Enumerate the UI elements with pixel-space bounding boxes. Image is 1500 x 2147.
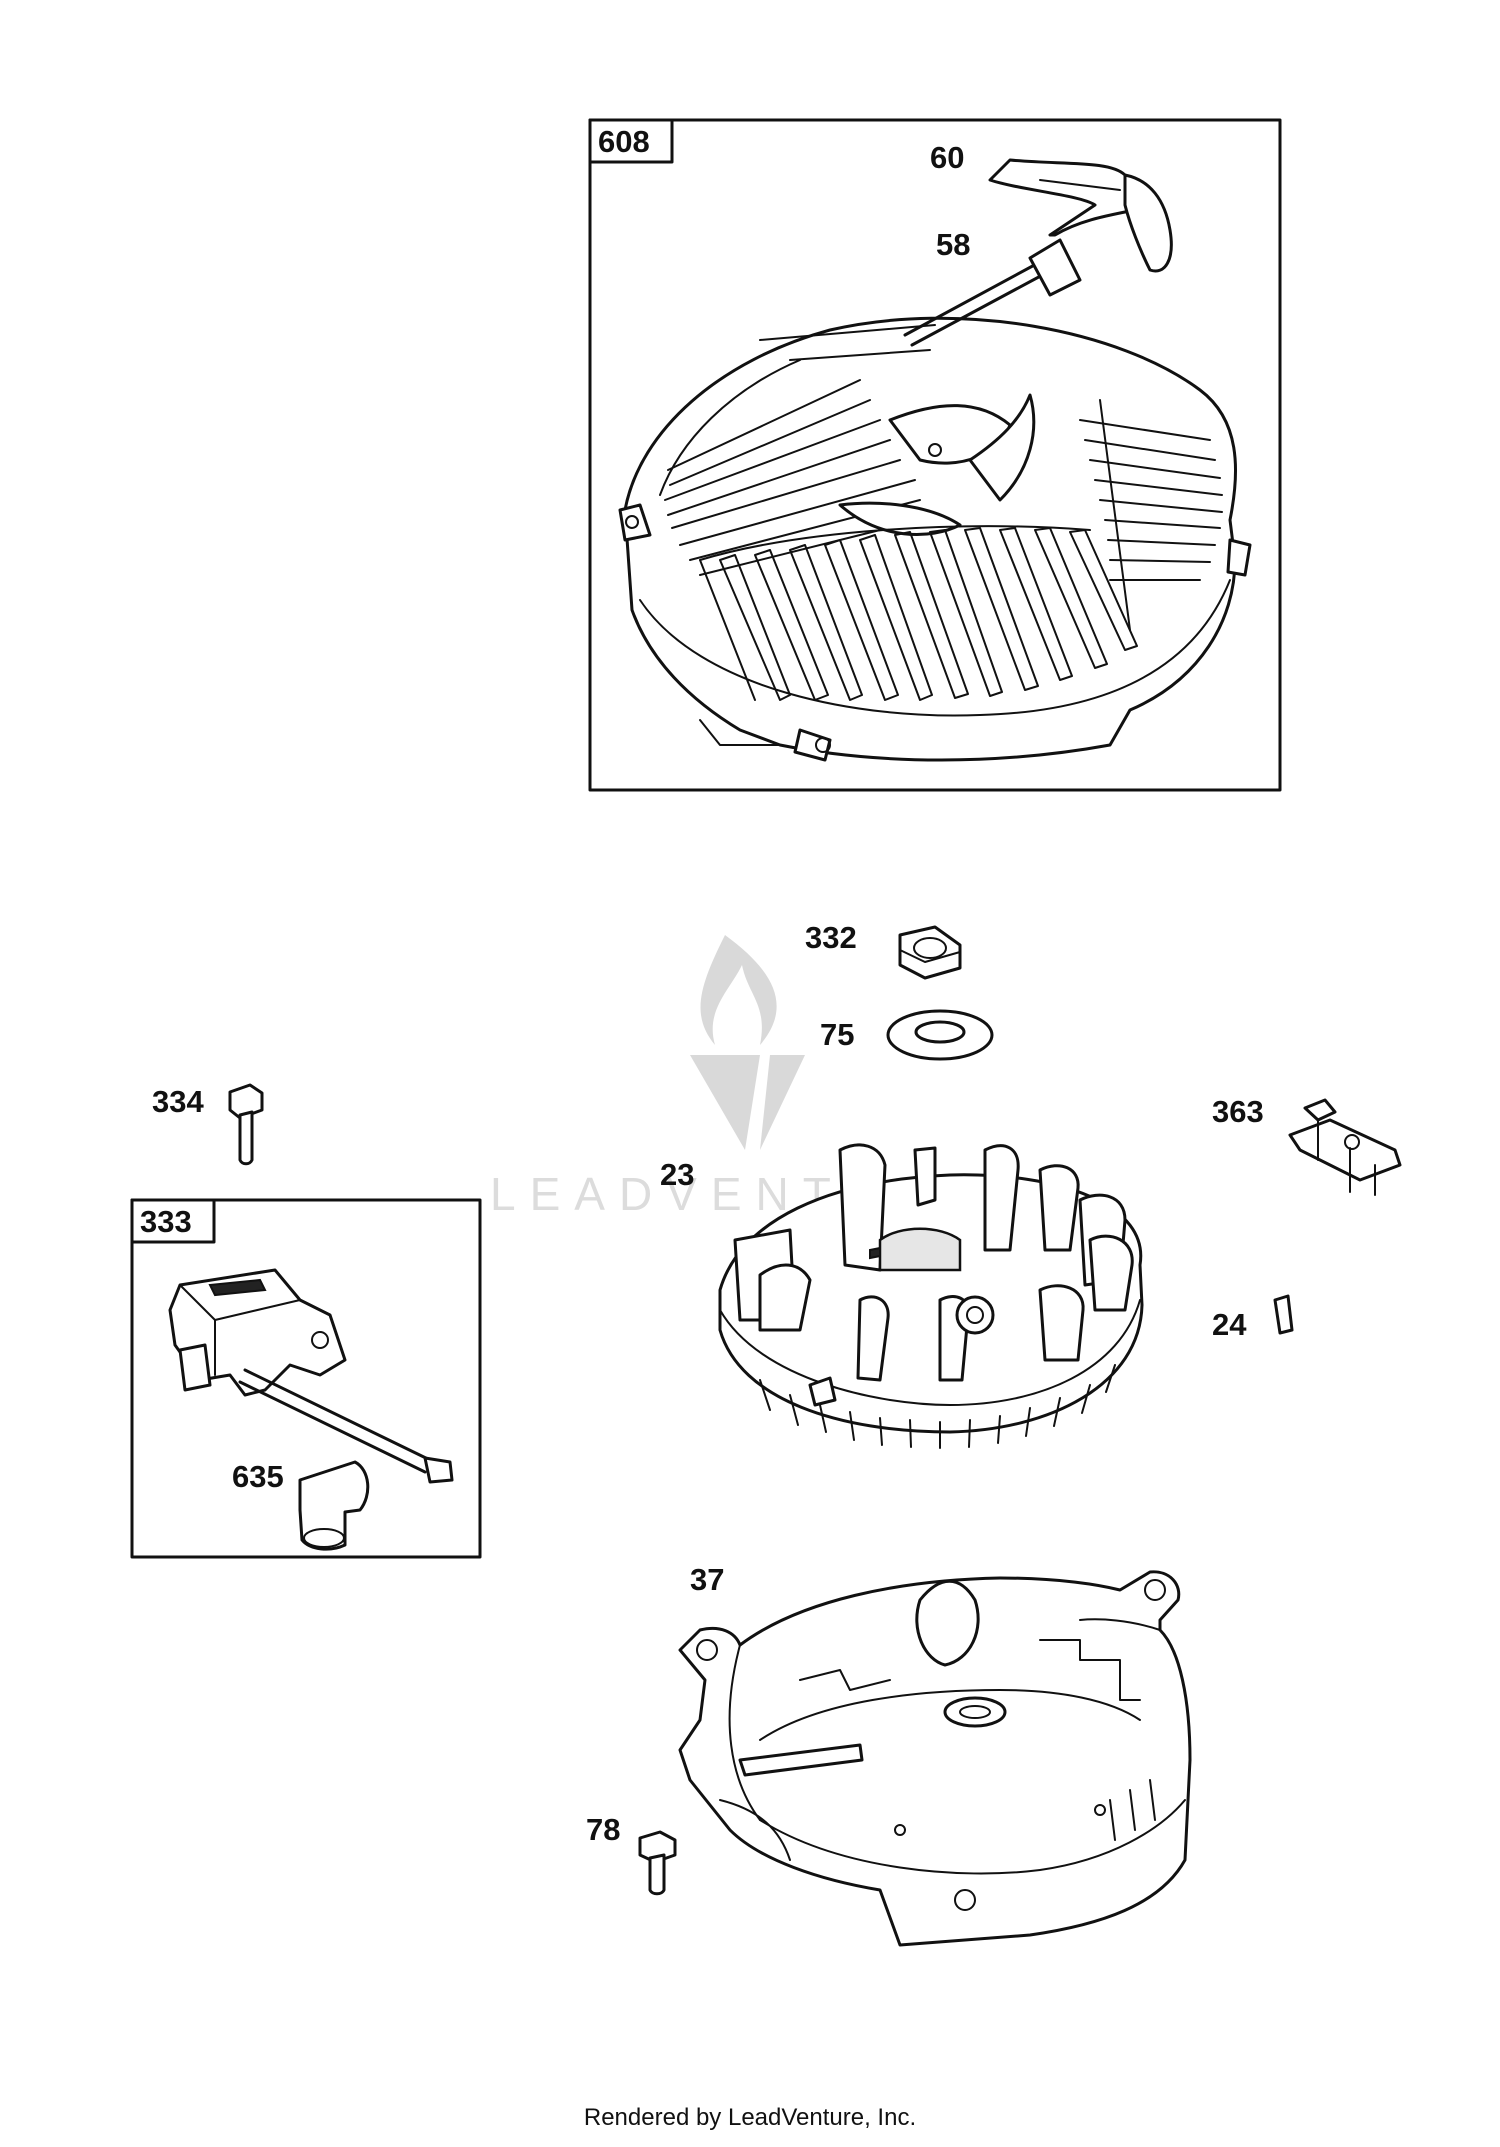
- callout-75: 75: [820, 1017, 854, 1052]
- callout-332: 332: [805, 920, 857, 955]
- rope-grommet: [1028, 238, 1082, 297]
- flywheel-key: [1273, 1294, 1294, 1335]
- recoil-starter-drawing: [618, 158, 1252, 762]
- box-label-608: 608: [598, 124, 650, 159]
- right-fins: [1079, 399, 1223, 631]
- recoil-starter-box: 608: [588, 118, 1282, 792]
- starter-handle: [988, 158, 1137, 237]
- footer-credit: Rendered by LeadVenture, Inc.: [583, 2104, 917, 2131]
- flywheel-nut: [898, 925, 962, 980]
- spark-plug-boot: [298, 1460, 370, 1551]
- callout-37: 37: [690, 1562, 724, 1597]
- ignition-coil-drawing: [168, 1268, 454, 1551]
- blower-housing-drawing: [678, 1570, 1192, 1947]
- starter-rope: [903, 260, 1042, 337]
- ignition-bracket: [1288, 1098, 1402, 1196]
- flywheel-drawing: [718, 1143, 1144, 1449]
- callout-363: 363: [1212, 1094, 1264, 1129]
- callout-24: 24: [1212, 1307, 1247, 1342]
- ignition-box: 333: [130, 1198, 482, 1559]
- box-label-333: 333: [140, 1204, 192, 1239]
- front-grille: [699, 525, 1138, 701]
- callout-78: 78: [586, 1812, 620, 1847]
- callout-635: 635: [232, 1459, 284, 1494]
- watermark-logo: [690, 935, 805, 1150]
- callout-334: 334: [152, 1084, 204, 1119]
- bolt-334: [228, 1083, 264, 1166]
- callout-23: 23: [660, 1157, 694, 1192]
- callout-58: 58: [936, 227, 970, 262]
- flywheel-washer: [886, 1009, 994, 1061]
- callout-60: 60: [930, 140, 964, 175]
- screw-78: [638, 1830, 677, 1896]
